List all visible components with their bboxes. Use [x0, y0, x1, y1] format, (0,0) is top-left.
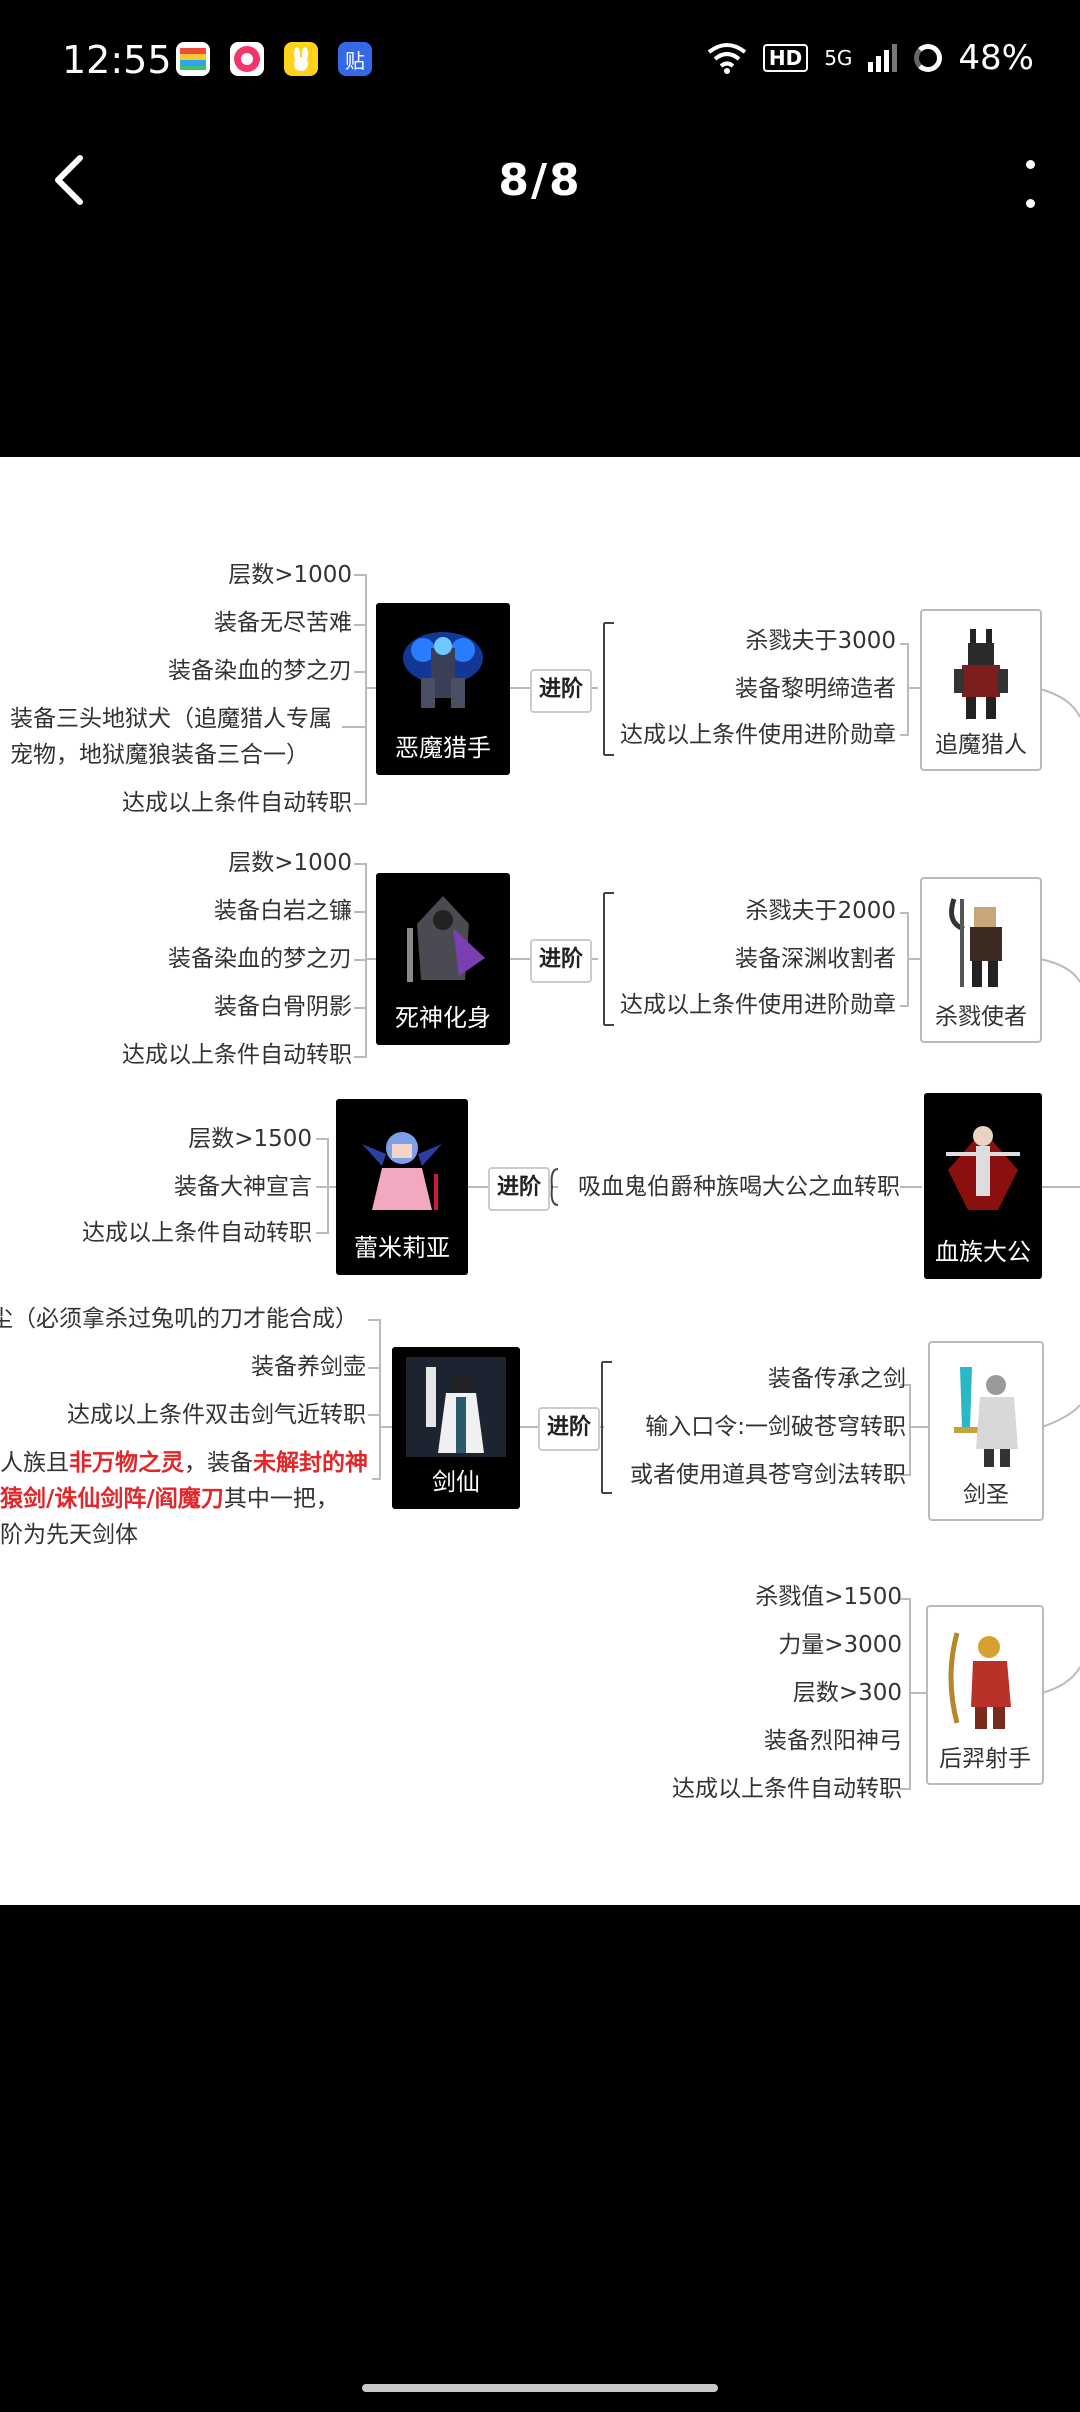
condition-text: 装备无尽苦难: [214, 610, 352, 636]
condition-text: 猿剑/诛仙剑阵/阎魔刀其中一把，: [0, 1485, 339, 1513]
condition-text: 力量>3000: [778, 1632, 902, 1658]
condition-text: 装备染血的梦之刃: [168, 658, 352, 684]
condition-text: 装备深渊收割者: [735, 946, 896, 972]
card-label: 追魔猎人: [935, 732, 1027, 758]
condition-text: 达成以上条件使用进阶勋章: [620, 992, 896, 1018]
more-dot: [1025, 160, 1035, 169]
notification-icons: 贴: [176, 42, 372, 76]
battery-percent: 48%: [958, 38, 1034, 78]
condition-text: 输入口令:一剑破苍穹转职: [645, 1414, 906, 1440]
condition-text: 层数>1000: [228, 850, 352, 876]
blood-duke-sprite-icon: [932, 1101, 1034, 1229]
tieba-app-icon: 贴: [338, 42, 372, 76]
class-card-demon-chaser[interactable]: 追魔猎人: [920, 609, 1042, 771]
hd-indicator: HD: [762, 44, 809, 72]
condition-text: 装备大神宣言: [174, 1174, 312, 1200]
demon-chaser-sprite-icon: [932, 621, 1030, 725]
remilia-sprite-icon: [344, 1107, 460, 1225]
condition-text: 杀戮值>1500: [755, 1584, 902, 1610]
card-label: 剑圣: [963, 1482, 1009, 1508]
condition-text: 装备黎明缔造者: [735, 676, 896, 702]
death-avatar-sprite-icon: [384, 881, 502, 995]
advance-tag: 进阶: [530, 669, 592, 713]
condition-text: 层数>1500: [188, 1126, 312, 1152]
network-type: 5G: [824, 46, 853, 70]
condition-text: 达成以上条件双击剑气近转职: [67, 1402, 366, 1428]
card-label: 杀戮使者: [935, 1004, 1027, 1030]
condition-text: 装备养剑壶: [251, 1354, 366, 1380]
condition-text: 装备白岩之镰: [214, 898, 352, 924]
demon-hunter-sprite-icon: [384, 611, 502, 725]
advance-tag: 进阶: [530, 939, 592, 983]
tile-label: 血族大公: [935, 1238, 1031, 1266]
class-card-slaughter-envoy[interactable]: 杀戮使者: [920, 877, 1042, 1043]
condition-text: 装备三头地狱犬（追魔猎人专属: [10, 706, 332, 732]
clock: 12:55: [62, 38, 172, 82]
back-button[interactable]: [48, 150, 88, 210]
class-tile-demon-hunter[interactable]: 恶魔猎手: [376, 603, 510, 775]
rabbit-app-icon: [284, 42, 318, 76]
condition-text: 杀戮夫于2000: [745, 898, 896, 924]
sword-saint-sprite-icon: [940, 1353, 1032, 1475]
tieba-glyph: 贴: [345, 48, 365, 73]
condition-text: 或者使用道具苍穹剑法转职: [630, 1462, 906, 1488]
condition-text: 尘（必须拿杀过兔叽的刀才能合成）: [0, 1306, 358, 1332]
advance-tag: 进阶: [488, 1167, 550, 1211]
highlight-fragment: 未解封的神: [253, 1450, 368, 1476]
condition-text: 装备传承之剑: [768, 1366, 906, 1392]
browser-app-icon: [230, 42, 264, 76]
status-bar: 12:55 贴 HD 5G 48%: [0, 0, 1080, 120]
more-dot: [1025, 199, 1035, 208]
class-card-sword-saint[interactable]: 剑圣: [928, 1341, 1044, 1521]
highlight-fragment: 猿剑/诛仙剑阵/阎魔刀: [0, 1486, 224, 1512]
class-tile-remilia[interactable]: 蕾米莉亚: [336, 1099, 468, 1275]
battery-ring-icon: [914, 44, 943, 72]
tile-label: 蕾米莉亚: [354, 1234, 450, 1262]
class-tile-sword-immortal[interactable]: 剑仙: [392, 1347, 520, 1509]
condition-text: 达成以上条件自动转职: [122, 790, 352, 816]
system-icons: HD 5G 48%: [707, 38, 1034, 78]
condition-text: 装备烈阳神弓: [764, 1728, 902, 1754]
condition-text: 装备染血的梦之刃: [168, 946, 352, 972]
condition-fragment: ，装备: [184, 1450, 253, 1476]
condition-text: 杀戮夫于3000: [745, 628, 896, 654]
condition-text: 宠物，地狱魔狼装备三合一）: [10, 742, 309, 768]
gesture-bar[interactable]: [362, 2384, 718, 2392]
condition-text: 达成以上条件自动转职: [82, 1220, 312, 1246]
page-indicator: 8/8: [498, 155, 582, 206]
condition-text: 装备白骨阴影: [214, 994, 352, 1020]
tile-label: 死神化身: [395, 1004, 491, 1032]
condition-text: 吸血鬼伯爵种族喝大公之血转职: [578, 1174, 900, 1200]
wifi-icon: [707, 43, 747, 74]
class-card-blood-duke[interactable]: 血族大公: [924, 1093, 1042, 1279]
condition-text: 阶为先天剑体: [0, 1522, 138, 1548]
condition-text: 人族且非万物之灵，装备未解封的神: [0, 1449, 368, 1477]
condition-fragment: 人族且: [0, 1450, 69, 1476]
condition-text: 达成以上条件自动转职: [122, 1042, 352, 1068]
highlight-fragment: 非万物之灵: [69, 1450, 184, 1476]
more-options-button[interactable]: [1022, 160, 1038, 208]
condition-text: 达成以上条件使用进阶勋章: [620, 722, 896, 748]
wallet-app-icon: [176, 42, 210, 76]
tile-label: 恶魔猎手: [395, 734, 491, 762]
tile-label: 剑仙: [432, 1468, 480, 1496]
chevron-left-icon: [55, 155, 83, 205]
connector-lines: [316, 574, 1080, 1790]
slaughter-envoy-sprite-icon: [932, 889, 1030, 997]
sword-immortal-sprite-icon: [400, 1355, 512, 1459]
condition-text: 达成以上条件自动转职: [672, 1776, 902, 1802]
advance-tag: 进阶: [538, 1407, 600, 1451]
class-tile-death-avatar[interactable]: 死神化身: [376, 873, 510, 1045]
class-card-houyi-archer[interactable]: 后羿射手: [926, 1605, 1044, 1785]
card-label: 后羿射手: [939, 1746, 1031, 1772]
signal-icon: [868, 44, 898, 72]
houyi-archer-sprite-icon: [938, 1617, 1032, 1739]
condition-text: 层数>300: [792, 1680, 902, 1706]
condition-fragment: 其中一把，: [223, 1486, 339, 1512]
condition-text: 层数>1000: [228, 562, 352, 588]
viewer-top-bar: 8/8: [0, 120, 1080, 240]
job-advancement-chart[interactable]: 层数>1000 装备无尽苦难 装备染血的梦之刃 装备三头地狱犬（追魔猎人专属 宠…: [0, 457, 1080, 1905]
